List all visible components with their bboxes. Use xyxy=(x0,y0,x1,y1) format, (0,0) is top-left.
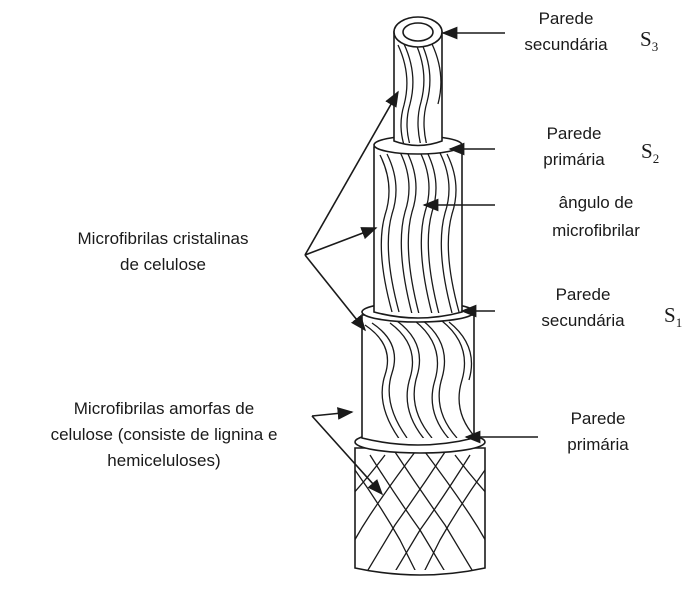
pointer-crystalline-2 xyxy=(305,228,376,255)
label-primary-wall-line1: Parede xyxy=(571,409,626,428)
label-s3-wall-line1: Parede xyxy=(539,9,594,28)
pointer-crystalline-3 xyxy=(305,255,365,330)
symbol-s1: S1 xyxy=(664,303,682,330)
pointer-amorphous-1 xyxy=(312,412,352,416)
label-primary-wall-line2: primária xyxy=(567,435,629,454)
symbol-s2: S2 xyxy=(641,139,659,166)
primary-wall-cylinder xyxy=(352,431,488,580)
label-s2-wall-line2: primária xyxy=(543,150,605,169)
label-crystalline-line2: de celulose xyxy=(120,255,206,274)
label-angle-line1: ângulo de xyxy=(559,193,634,212)
label-angle-line2: microfibrilar xyxy=(552,221,640,240)
label-s3-wall-line2: secundária xyxy=(524,35,608,54)
fiber-drawing xyxy=(352,17,488,580)
s3-layer-tube xyxy=(394,17,442,146)
lumen-opening xyxy=(403,23,433,41)
label-amorphous-line1: Microfibrilas amorfas de xyxy=(74,399,254,418)
label-s2-wall-line1: Parede xyxy=(547,124,602,143)
label-s1-wall-line1: Parede xyxy=(556,285,611,304)
label-crystalline-line1: Microfibrilas cristalinas xyxy=(78,229,249,248)
label-amorphous-line3: hemiceluloses) xyxy=(107,451,220,470)
symbol-s3: S3 xyxy=(640,27,658,54)
label-amorphous-line2: celulose (consiste de lignina e xyxy=(51,425,278,444)
s2-layer-cylinder xyxy=(374,136,462,318)
label-s1-wall-line2: secundária xyxy=(541,311,625,330)
s1-layer-cylinder xyxy=(362,302,476,445)
